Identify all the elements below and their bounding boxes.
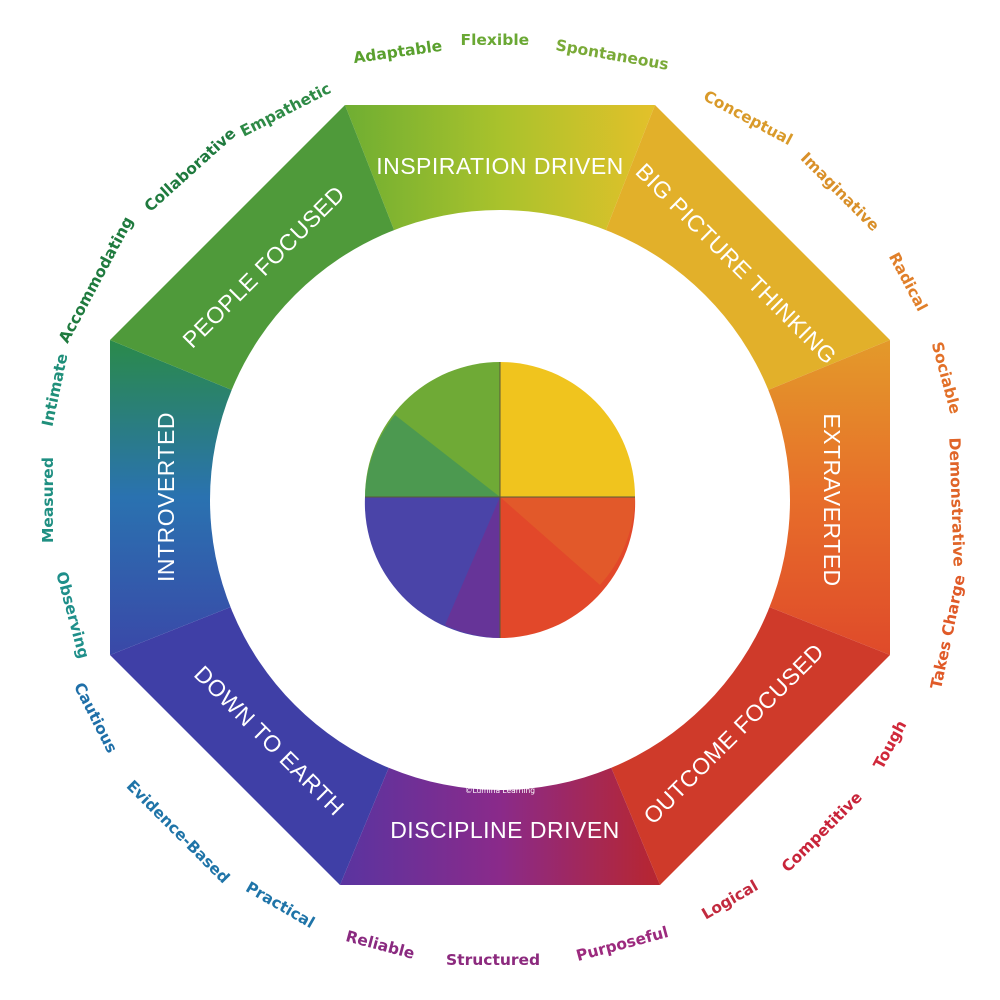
- label-discipline-driven: DISCIPLINE DRIVEN: [390, 817, 620, 843]
- center-circle: [364, 362, 636, 639]
- trait-measured: Measured: [39, 457, 57, 543]
- quadrant-yellow: [500, 362, 635, 497]
- label-extraverted: EXTRAVERTED: [819, 413, 845, 586]
- trait-flexible: Flexible: [460, 31, 530, 49]
- quadrant-purple-shade: [445, 497, 500, 638]
- trait-demonstrative: Demonstrative: [944, 437, 968, 568]
- label-inspiration-driven: INSPIRATION DRIVEN: [376, 153, 624, 179]
- copyright-text: ©Lumina Learning: [465, 786, 535, 795]
- quadrant-teal-shade: [365, 415, 500, 497]
- trait-structured: Structured: [446, 951, 541, 969]
- quadrant-orange-shade: [500, 497, 635, 585]
- label-introverted: INTROVERTED: [153, 412, 179, 582]
